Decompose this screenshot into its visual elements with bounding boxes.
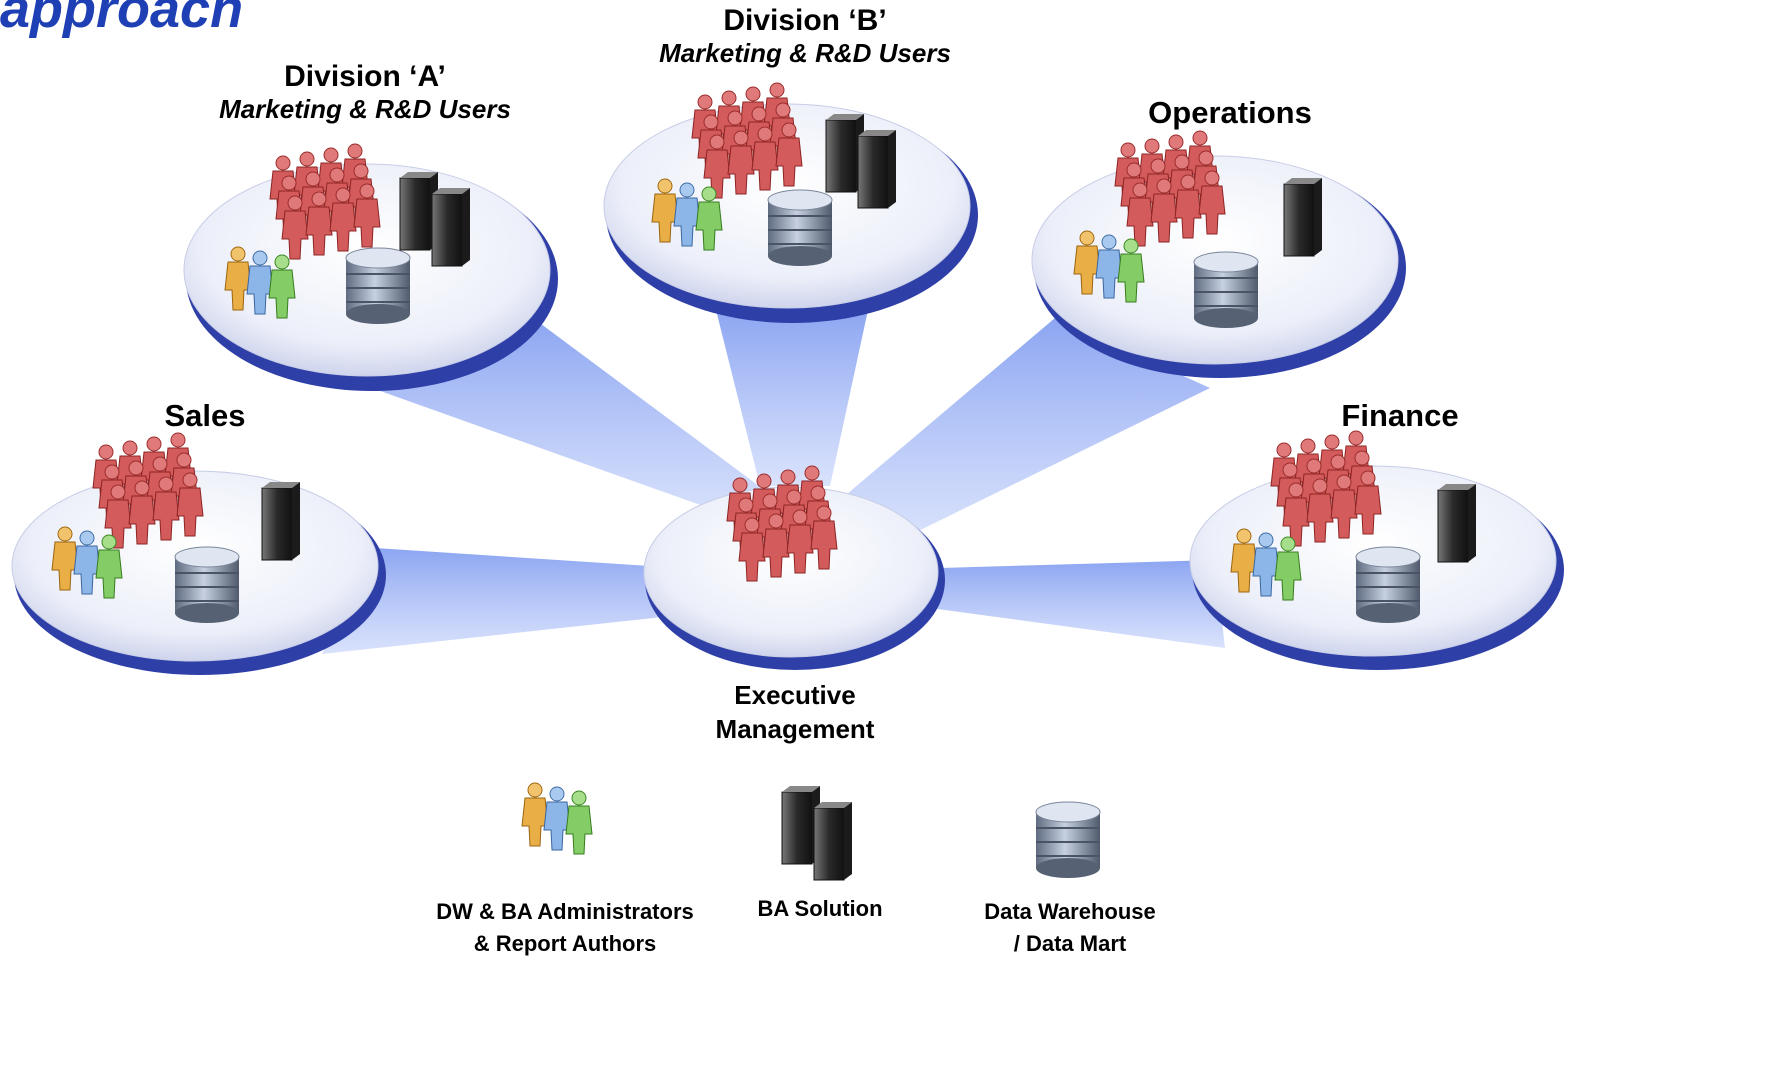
legend-admins-icon [522, 783, 592, 854]
admins-icon [225, 247, 295, 318]
database-icon [174, 546, 240, 624]
database-icon [767, 189, 833, 267]
server-icon [1283, 177, 1323, 257]
database-icon [1355, 546, 1421, 624]
database-icon [1193, 251, 1259, 329]
label-operations: Operations [1148, 95, 1312, 130]
label-finance: Finance [1341, 398, 1459, 433]
node-finance [1189, 431, 1564, 670]
label-division-b: Division ‘B’ Marketing & R&D Users [640, 4, 970, 69]
admins-icon [1231, 529, 1301, 600]
admins-icon [1074, 231, 1144, 302]
node-division-a [183, 144, 558, 391]
beam-finance [930, 560, 1225, 648]
server-icon [857, 129, 897, 209]
legend-warehouse-label: Data Warehouse / Data Mart [965, 896, 1175, 960]
admins-icon [652, 179, 722, 250]
label-sales: Sales [164, 398, 246, 433]
server-icon [1437, 483, 1477, 563]
node-operations [1031, 131, 1406, 378]
legend-admins-line2: & Report Authors [473, 931, 657, 956]
server-icon [431, 187, 471, 267]
slide-title-fragment: approach [0, 0, 244, 39]
database-icon [345, 247, 411, 325]
label-executive: Executive Management [680, 678, 910, 746]
node-executive-hub [643, 466, 945, 670]
legend-solution-label: BA Solution [757, 896, 883, 921]
beam-sales [322, 548, 690, 654]
division-b-title: Division ‘B’ [723, 4, 887, 37]
executive-line2: Management [715, 714, 875, 744]
division-b-subtitle: Marketing & R&D Users [659, 38, 951, 68]
server-icon [261, 481, 301, 561]
division-a-title: Division ‘A’ [284, 60, 446, 93]
legend-admins-line1: DW & BA Administrators [436, 899, 694, 924]
node-division-b [603, 83, 978, 323]
beam-division-b [716, 310, 868, 486]
legend-icons [522, 783, 1101, 881]
legend-server-icon [813, 801, 853, 881]
legend-warehouse-line1: Data Warehouse [984, 899, 1156, 924]
legend-database-icon [1035, 801, 1101, 879]
division-a-subtitle: Marketing & R&D Users [219, 94, 511, 124]
label-division-a: Division ‘A’ Marketing & R&D Users [200, 60, 530, 125]
legend-warehouse-line2: / Data Mart [1013, 931, 1127, 956]
legend-admins-label: DW & BA Administrators & Report Authors [415, 896, 715, 960]
admins-icon [52, 527, 122, 598]
beam-operations [840, 318, 1210, 540]
node-sales [11, 433, 386, 675]
executive-line1: Executive [734, 680, 856, 710]
